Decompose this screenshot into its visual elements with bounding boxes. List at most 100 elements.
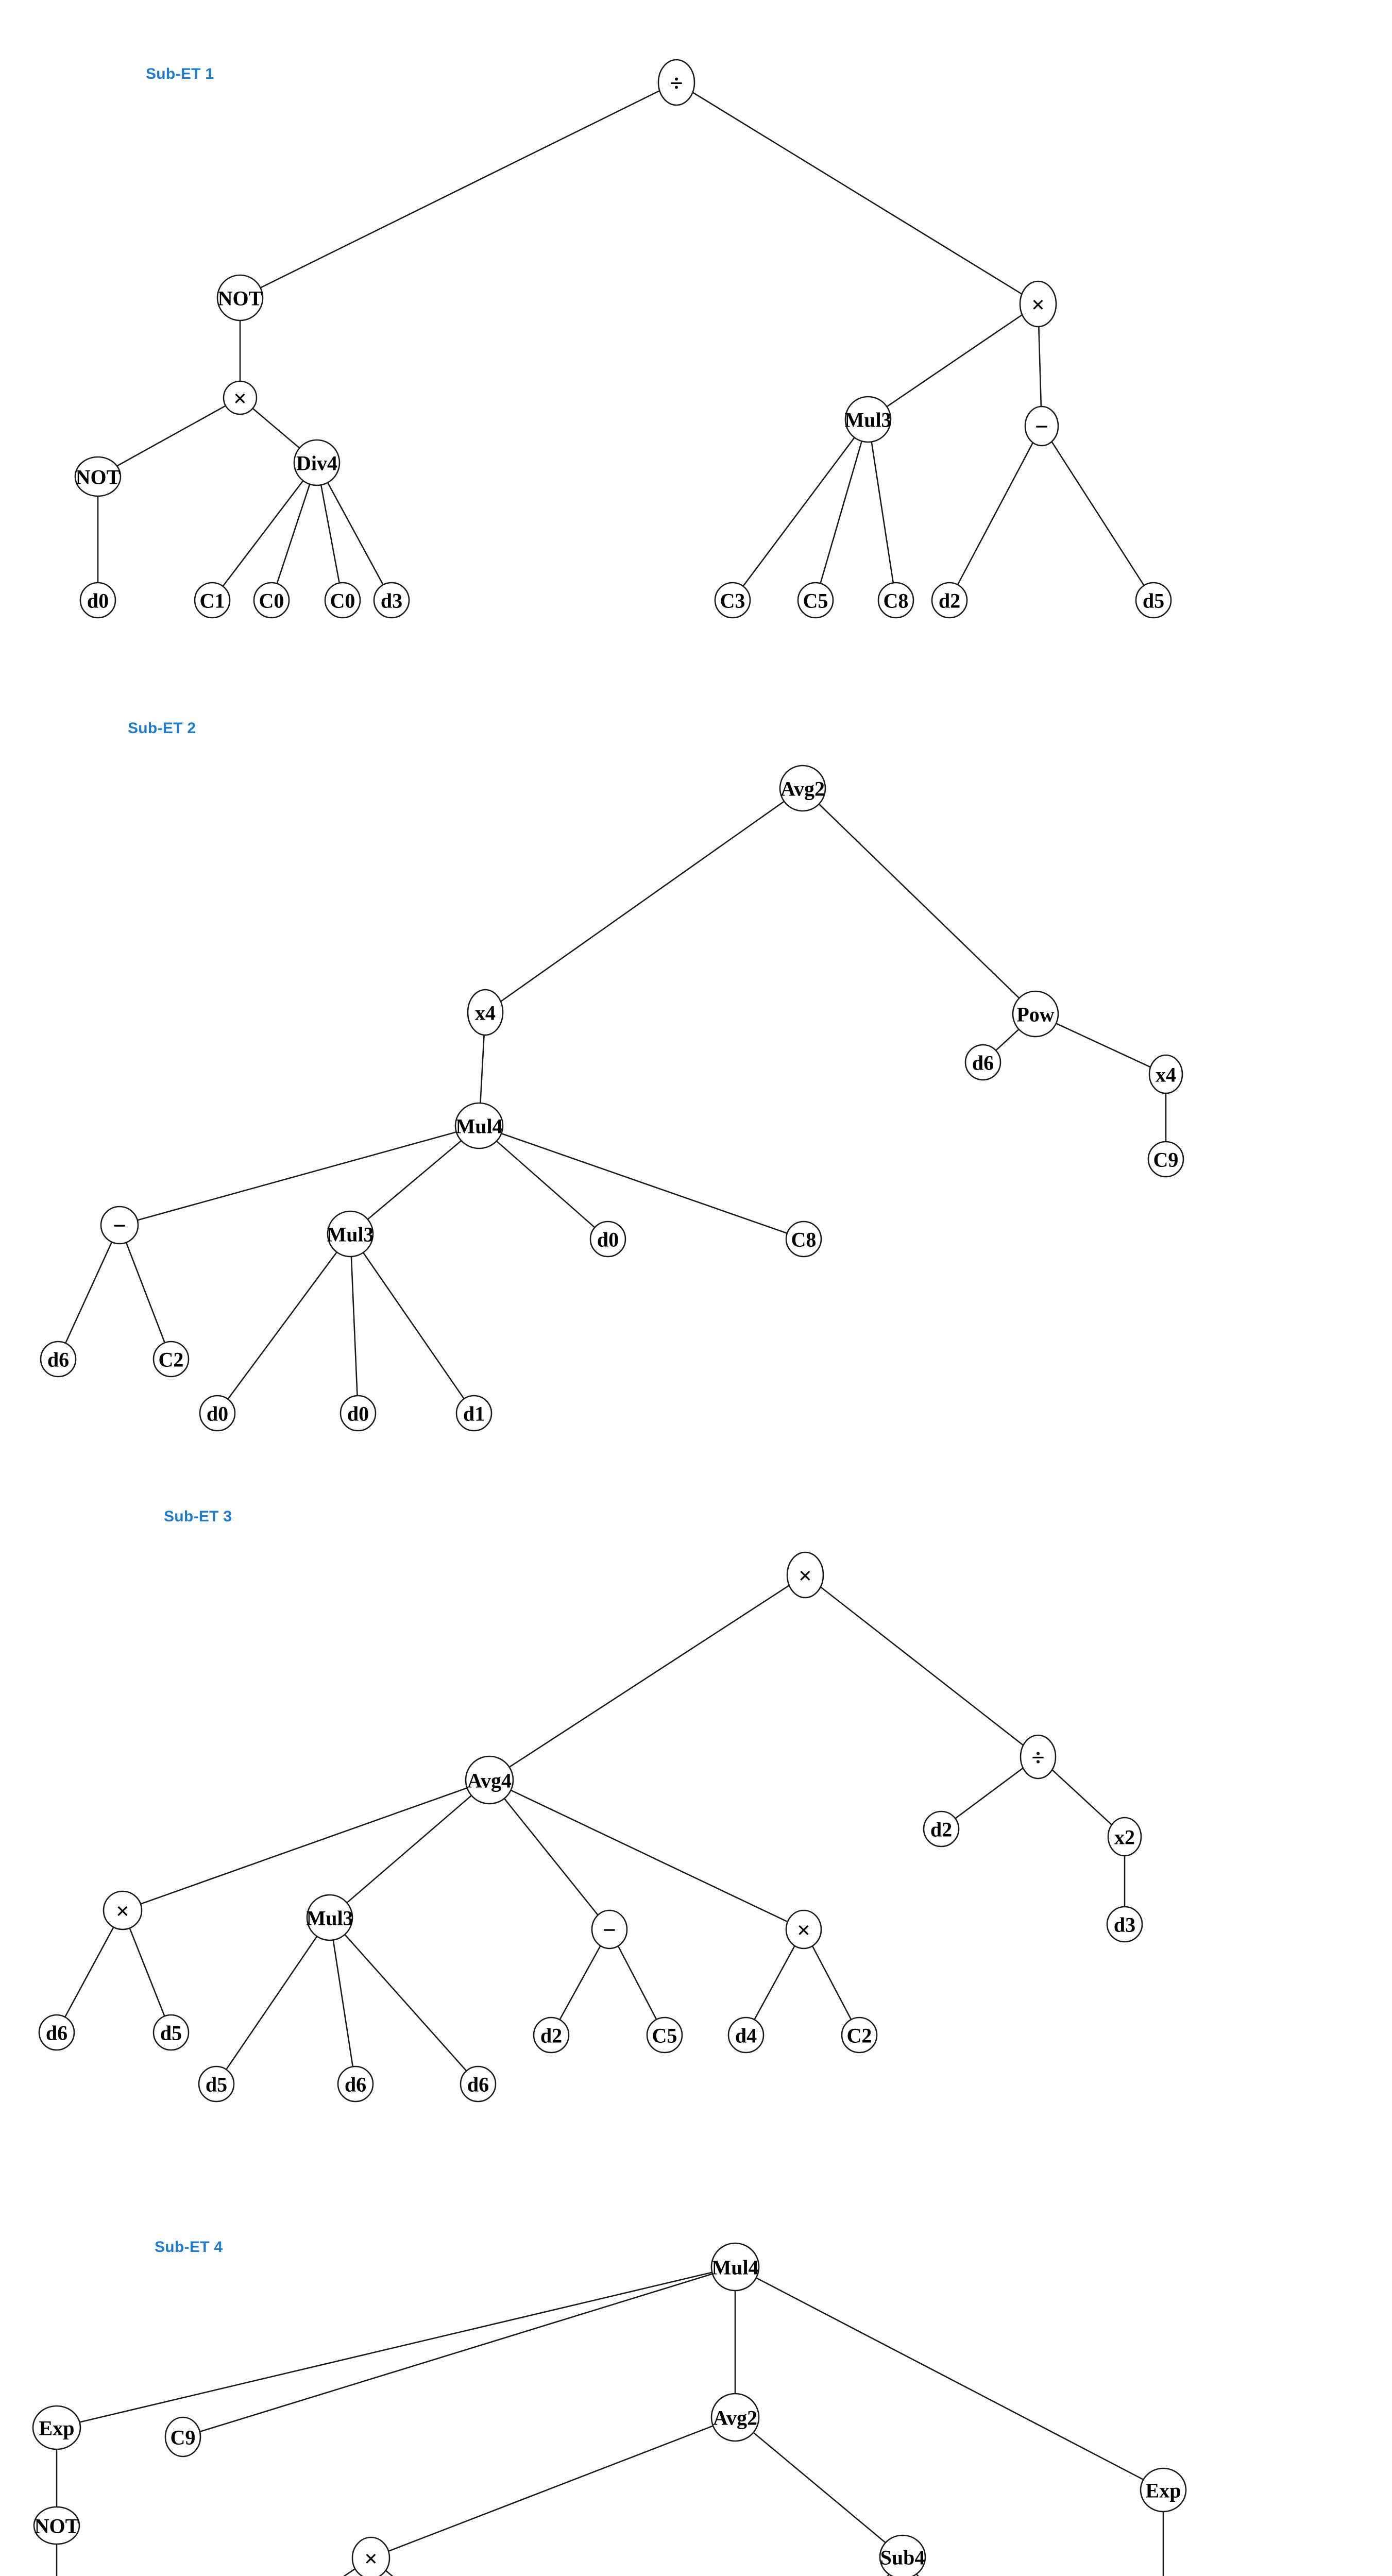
tree-node[interactable]: Mul4	[710, 2242, 760, 2292]
tree-node[interactable]: d6	[38, 2014, 75, 2051]
node-label: d0	[347, 1402, 369, 1426]
tree-node[interactable]: d5	[152, 2014, 190, 2051]
tree-node[interactable]: Mul4	[454, 1102, 504, 1149]
node-outline	[455, 1395, 493, 1432]
subtree-title-sub-et-1: Sub-ET 1	[146, 65, 214, 82]
tree-node[interactable]: Avg2	[779, 765, 826, 812]
node-outline	[533, 2016, 570, 2054]
node-outline	[33, 2506, 80, 2545]
tree-node[interactable]: d6	[337, 2065, 374, 2103]
tree-edge	[480, 1034, 485, 1104]
tree-edge	[64, 1241, 113, 1344]
tree-node[interactable]: Mul3	[844, 396, 892, 443]
tree-node[interactable]: d3	[1106, 1906, 1143, 1943]
node-label: C8	[791, 1228, 817, 1251]
tree-node[interactable]: Mul3	[327, 1210, 374, 1258]
tree-node[interactable]: −	[1024, 405, 1059, 447]
tree-edge	[503, 1798, 599, 1916]
tree-node[interactable]: ×	[785, 1909, 822, 1950]
tree-node[interactable]: d2	[931, 582, 968, 619]
tree-node[interactable]: C2	[841, 2016, 878, 2054]
tree-node[interactable]: Exp	[1140, 2467, 1187, 2513]
tree-node[interactable]: C3	[714, 582, 751, 619]
tree-node[interactable]: C2	[152, 1341, 190, 1378]
node-outline	[351, 2536, 391, 2576]
tree-node[interactable]: C8	[877, 582, 914, 619]
node-label: d0	[207, 1402, 228, 1426]
tree-edge	[140, 1787, 468, 1905]
tree-node[interactable]: d6	[964, 1044, 1001, 1081]
tree-node[interactable]: d0	[199, 1395, 236, 1432]
node-label: NOT	[218, 287, 263, 310]
tree-node[interactable]: d3	[373, 582, 410, 619]
tree-node[interactable]: d0	[339, 1395, 377, 1432]
node-outline	[199, 1395, 236, 1432]
tree-node[interactable]: d5	[198, 2065, 235, 2103]
tree-node[interactable]: C0	[324, 582, 361, 619]
tree-edge	[811, 1945, 852, 2021]
node-label: C3	[720, 589, 745, 613]
tree-edge	[1055, 1023, 1151, 1068]
subtree-sub-et-1: ÷ NOT × × Mul3 − NOT Div4 d0 C1 C0 C0 d3 C3 C5 C8 d2 d5 Su…	[74, 59, 1172, 619]
tree-node[interactable]: C5	[797, 582, 834, 619]
tree-edge	[957, 442, 1034, 586]
tree-node[interactable]: d1	[455, 1395, 493, 1432]
tree-node[interactable]: Exp	[32, 2405, 81, 2450]
tree-node[interactable]: ÷	[657, 59, 695, 106]
node-label: ÷	[670, 70, 683, 96]
tree-node[interactable]: −	[100, 1206, 139, 1245]
tree-node[interactable]: NOT	[33, 2506, 80, 2545]
tree-node[interactable]: C1	[194, 582, 231, 619]
tree-node[interactable]: Avg2	[710, 2393, 760, 2442]
tree-node[interactable]: −	[591, 1909, 628, 1950]
node-label: C0	[259, 589, 284, 613]
tree-edge	[385, 2569, 394, 2576]
tree-node[interactable]: ×	[1019, 280, 1057, 328]
tree-node[interactable]: x2	[1107, 1817, 1142, 1857]
node-label: Mul3	[844, 409, 891, 432]
tree-node[interactable]: d0	[79, 582, 116, 619]
tree-edge	[1038, 326, 1042, 408]
tree-node[interactable]: Div4	[293, 439, 341, 486]
tree-node[interactable]: Mul3	[306, 1894, 353, 1941]
tree-node[interactable]: d0	[589, 1221, 626, 1258]
node-label: Div4	[296, 452, 337, 475]
tree-node[interactable]: ÷	[1020, 1734, 1057, 1780]
node-label: C8	[884, 589, 909, 613]
tree-node[interactable]: ×	[103, 1890, 143, 1930]
tree-edge	[327, 482, 384, 586]
node-label: Avg2	[713, 2406, 757, 2430]
tree-node[interactable]: C8	[785, 1221, 822, 1258]
tree-node[interactable]: d4	[727, 2016, 765, 2054]
tree-node[interactable]: d6	[460, 2065, 497, 2103]
tree-node[interactable]: Sub4	[879, 2534, 926, 2576]
tree-node[interactable]: x4	[1148, 1054, 1183, 1094]
tree-node[interactable]: d2	[923, 1810, 960, 1848]
tree-node[interactable]: x4	[467, 989, 504, 1036]
node-label: C0	[330, 589, 355, 613]
edge-group	[64, 801, 1167, 1400]
node-outline	[657, 59, 695, 106]
tree-node[interactable]: d5	[1135, 582, 1172, 619]
tree-node[interactable]: NOT	[216, 274, 264, 321]
node-outline	[1107, 1817, 1142, 1857]
tree-node[interactable]: ×	[351, 2536, 391, 2576]
node-outline	[710, 2242, 760, 2292]
tree-node[interactable]: d6	[40, 1341, 77, 1378]
tree-node[interactable]: NOT	[74, 456, 122, 497]
node-outline	[727, 2016, 765, 2054]
tree-node[interactable]: C0	[253, 582, 290, 619]
tree-node[interactable]: C9	[164, 2416, 201, 2458]
node-outline	[32, 2405, 81, 2450]
tree-node[interactable]: d2	[533, 2016, 570, 2054]
node-outline	[1147, 1141, 1184, 1178]
tree-node[interactable]: Avg4	[465, 1755, 514, 1805]
tree-node[interactable]: Pow	[1012, 990, 1059, 1038]
tree-node[interactable]: ×	[786, 1551, 824, 1599]
tree-node[interactable]: C9	[1147, 1141, 1184, 1178]
tree-node[interactable]: C5	[646, 2016, 683, 2054]
tree-edge	[1051, 1769, 1113, 1826]
tree-node[interactable]: ×	[223, 380, 258, 415]
